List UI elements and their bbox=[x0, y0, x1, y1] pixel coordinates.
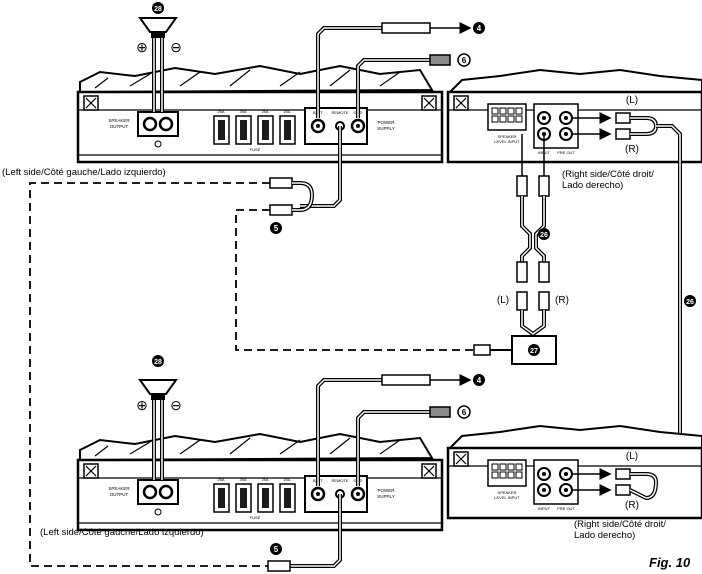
speaker-output-label-2: OUTPUT bbox=[110, 492, 129, 497]
speaker-level-input-label: SPEAKER bbox=[498, 490, 517, 495]
callout-4-text: 4 bbox=[477, 24, 482, 33]
minus-icon: ⊖ bbox=[170, 39, 182, 55]
fuse-label: FUSE bbox=[250, 515, 261, 520]
dashed-connections bbox=[29, 182, 474, 567]
minus-icon: ⊖ bbox=[170, 397, 182, 413]
callout-5-text: 5 bbox=[274, 224, 279, 233]
speaker-level-input-label: SPEAKER bbox=[498, 134, 517, 139]
channel-left-label: (L) bbox=[626, 95, 638, 106]
speaker-bottom: 28 ⊕ ⊖ bbox=[136, 355, 182, 480]
plus-icon: ⊕ bbox=[136, 39, 148, 55]
caption-left-side-bottom: (Left side/Côté gauche/Lado izquierdo) bbox=[40, 527, 204, 538]
fuse-rating: 25A bbox=[217, 477, 224, 482]
channel-left-label: (L) bbox=[497, 295, 509, 306]
speaker-output-label: SPEAKER bbox=[108, 486, 130, 491]
fuse-rating: 25A bbox=[283, 109, 290, 114]
caption-right-side-top-1: (Right side/Côté droit/ bbox=[562, 169, 654, 180]
speaker-top: 28 ⊕ ⊖ bbox=[136, 2, 182, 112]
amplifier-bottom-right: SPEAKER LEVEL INPUT INPUT PRE OUT bbox=[446, 424, 702, 520]
channel-right-label: (R) bbox=[625, 144, 639, 155]
rca-out-bottom: (L) (R) bbox=[572, 451, 659, 511]
callout-28-text: 28 bbox=[154, 6, 162, 13]
fuse-label: FUSE bbox=[250, 147, 261, 152]
caption-right-side-top-2: Lado derecho) bbox=[562, 180, 624, 191]
speaker-output-label: SPEAKER bbox=[108, 118, 130, 123]
callout-28-top bbox=[152, 2, 164, 14]
fuse-rating: 25A bbox=[283, 477, 290, 482]
fuse-rating: 25A bbox=[217, 109, 224, 114]
fuse-rating: 25A bbox=[261, 109, 268, 114]
power-wires-top: 4 6 bbox=[300, 22, 485, 208]
speaker-output-label-2: OUTPUT bbox=[110, 124, 129, 129]
power-supply-label: POWER bbox=[377, 488, 395, 493]
caption-right-side-bottom-1: (Right side/Côté droit/ bbox=[574, 519, 666, 530]
callout-6-text: 6 bbox=[462, 56, 467, 65]
plus-icon: ⊕ bbox=[136, 397, 148, 413]
y-cable: 26 (L) (R) 27 bbox=[473, 134, 569, 365]
callout-26-side-text: 26 bbox=[686, 299, 694, 306]
callout-27-text: 27 bbox=[530, 348, 538, 355]
pre-out-label: PRE OUT bbox=[557, 506, 575, 511]
pre-out-label: PRE OUT bbox=[557, 150, 575, 155]
channel-left-label: (L) bbox=[626, 451, 638, 462]
channel-right-label: (R) bbox=[625, 500, 639, 511]
amplifier-top-right: SPEAKER LEVEL INPUT INPUT PRE OUT bbox=[446, 68, 702, 164]
channel-right-label: (R) bbox=[555, 295, 569, 306]
callout-28-text: 28 bbox=[154, 359, 162, 366]
power-wires-bottom: 4 6 5 bbox=[267, 374, 485, 572]
amplifier-bottom: SPEAKER OUTPUT 25A 25A 25A 25A FUSE BATT… bbox=[76, 432, 444, 532]
fuse-rating: 25A bbox=[239, 109, 246, 114]
fuse-rating: 25A bbox=[261, 477, 268, 482]
power-supply-label-2: SUPPLY bbox=[377, 494, 394, 499]
fuse-block-bottom: 25A 25A 25A 25A FUSE bbox=[213, 477, 296, 520]
speaker-level-input-label-2: LEVEL INPUT bbox=[494, 495, 520, 500]
speaker-level-input-label-2: LEVEL INPUT bbox=[494, 139, 520, 144]
remote-terminal-label: REMOTE bbox=[331, 110, 348, 115]
callout-5-text: 5 bbox=[274, 545, 279, 554]
caption-left-side-top: (Left side/Côté gauche/Lado izquierdo) bbox=[2, 167, 166, 178]
callout-6-text: 6 bbox=[462, 408, 467, 417]
callout-4-text: 4 bbox=[477, 376, 482, 385]
caption-right-side-bottom-2: Lado derecho) bbox=[574, 530, 636, 541]
power-supply-label-2: SUPPLY bbox=[377, 126, 394, 131]
callout-26-text: 26 bbox=[540, 232, 548, 239]
figure-label: Fig. 10 bbox=[649, 555, 691, 570]
power-supply-label: POWER bbox=[377, 120, 395, 125]
fuse-block-top: 25A 25A 25A 25A FUSE bbox=[213, 109, 296, 152]
fuse-rating: 25A bbox=[239, 477, 246, 482]
input-label: INPUT bbox=[538, 506, 551, 511]
amplifier-top: SPEAKER OUTPUT 25A 25A 25A 25A FUSE BATT… bbox=[76, 64, 444, 164]
remote-terminal-label: REMOTE bbox=[331, 478, 348, 483]
